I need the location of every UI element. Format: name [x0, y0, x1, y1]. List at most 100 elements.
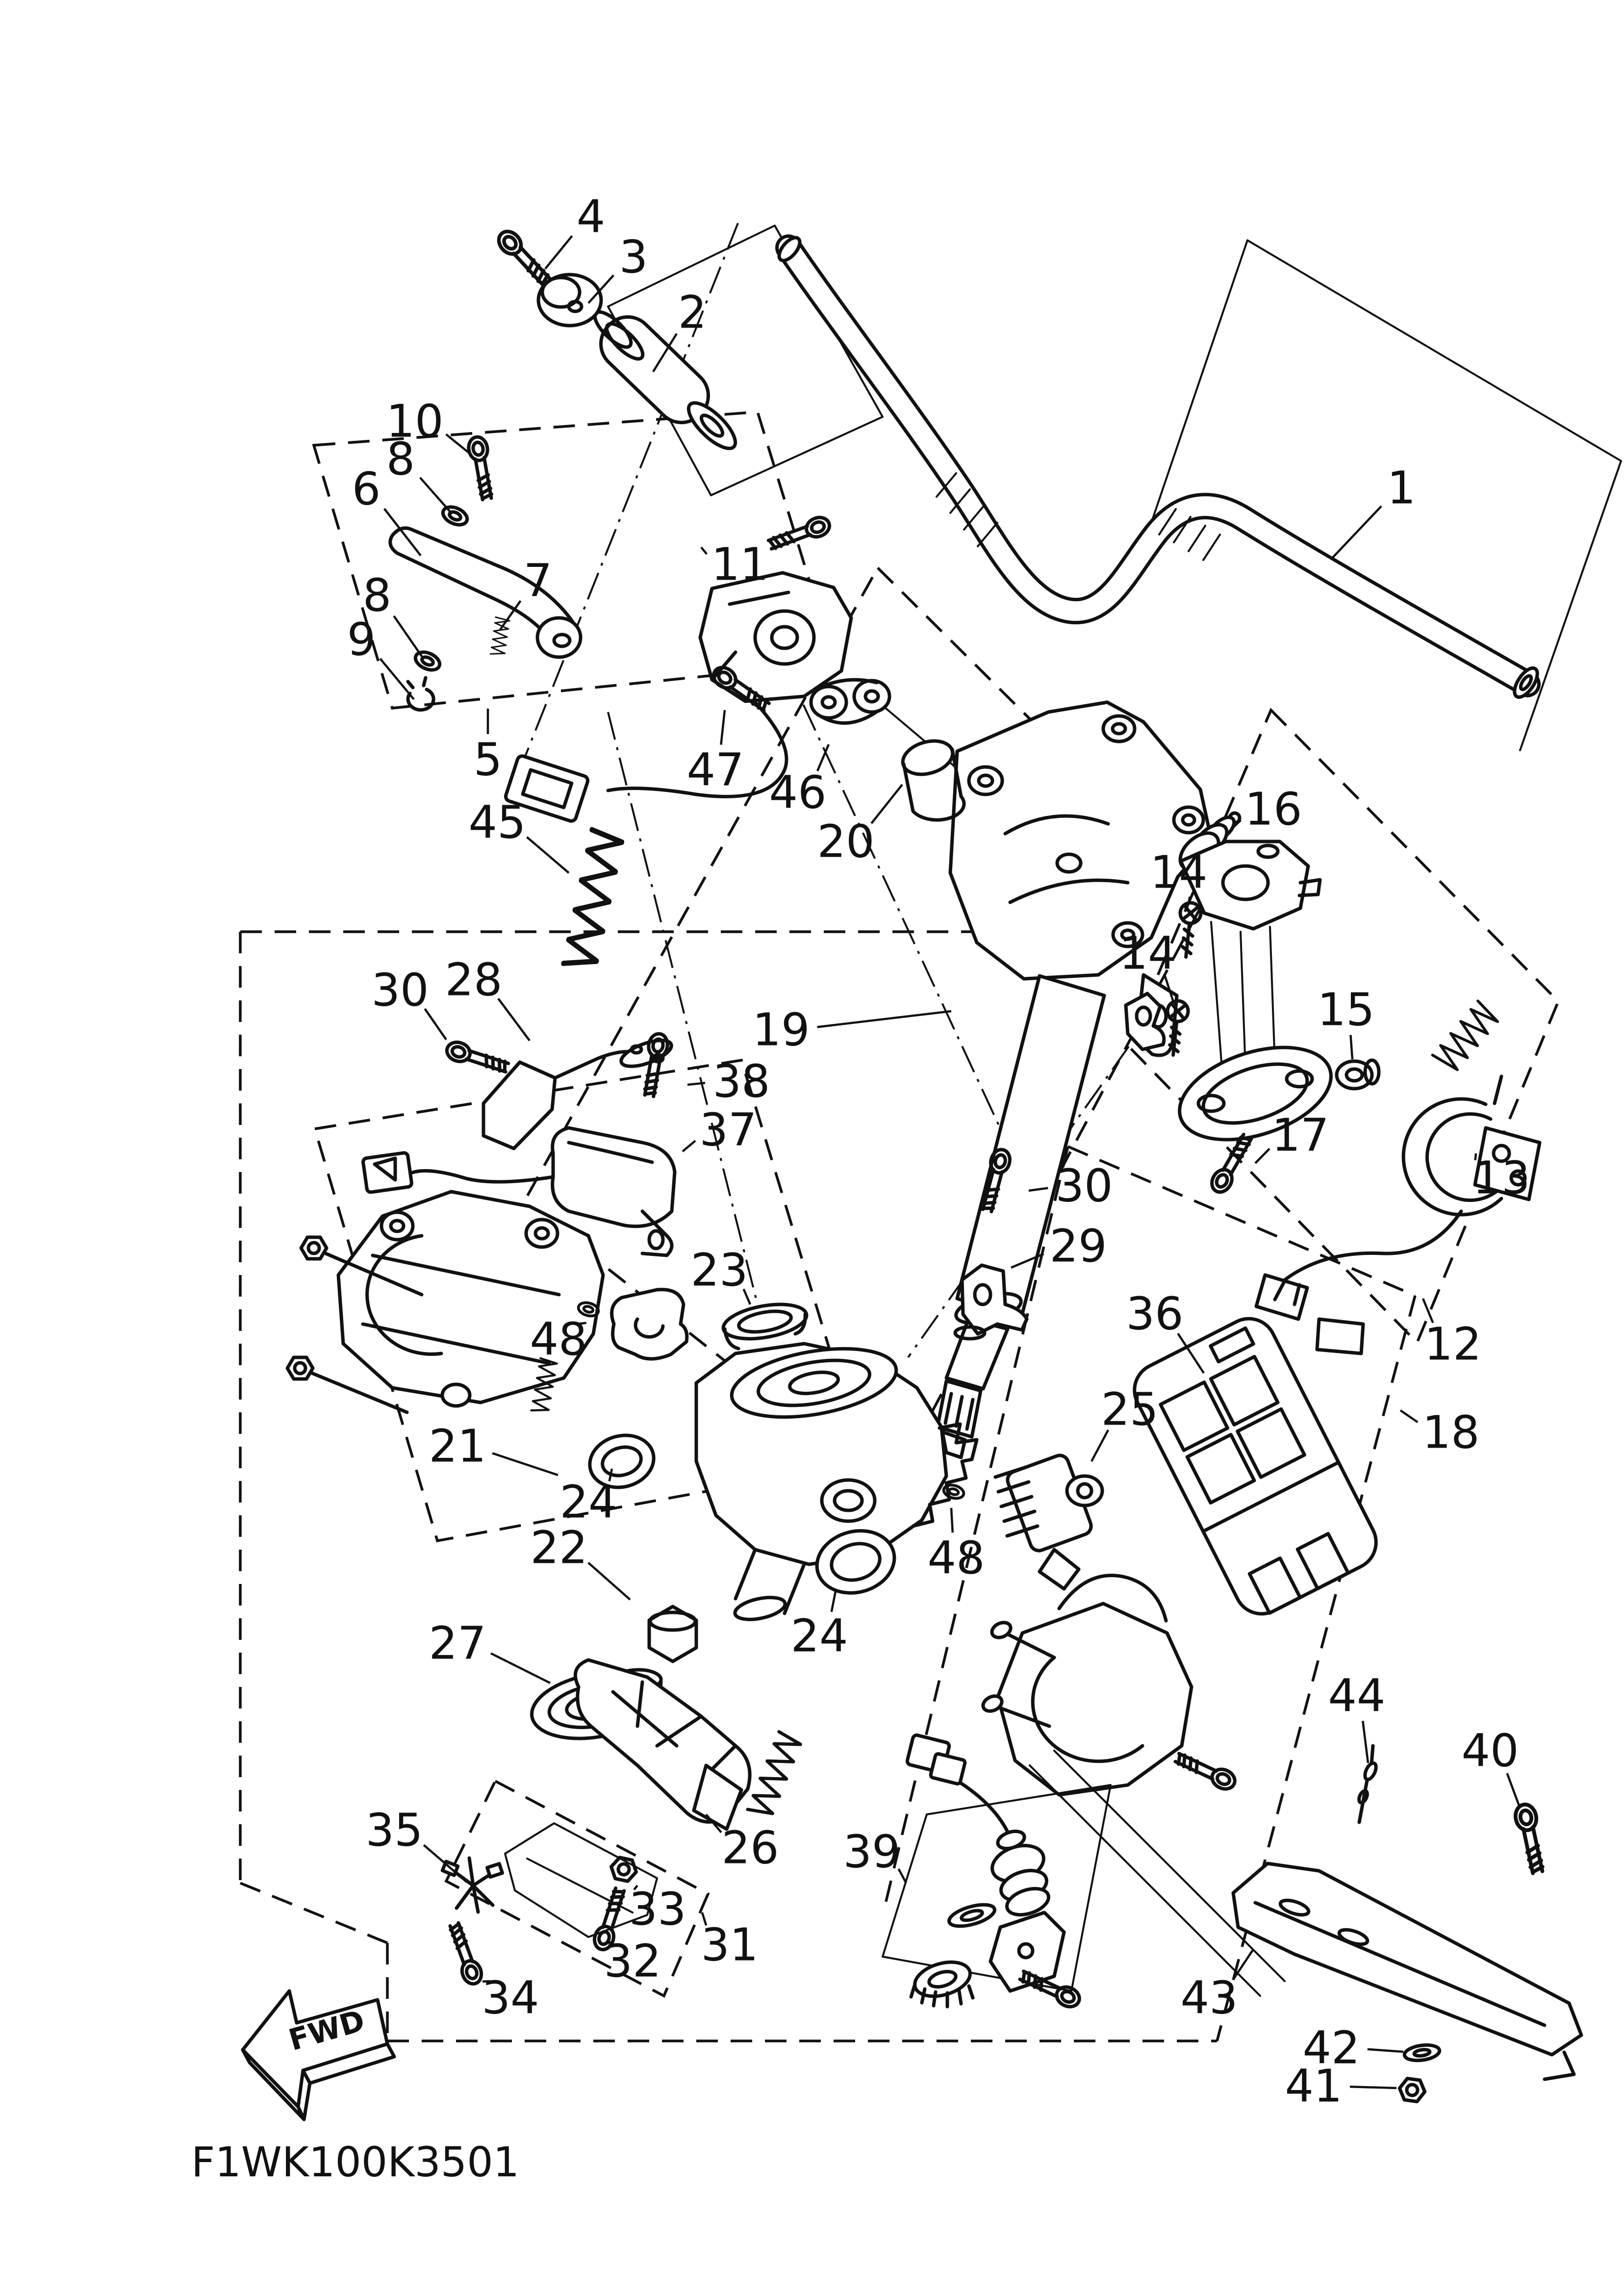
callout-leader: [606, 1940, 612, 1945]
lock-bracket-assembly: [953, 1148, 1029, 1341]
callout-leader: [700, 546, 708, 555]
washer-48b: [942, 1483, 965, 1500]
link-arm-43: [1029, 1750, 1286, 1997]
bracket-28: [482, 1060, 557, 1150]
pin-44: [1357, 1744, 1378, 1824]
callout-leader: [1011, 1252, 1044, 1269]
callout-leader: [492, 1452, 558, 1477]
callout-number: 30: [371, 964, 429, 1017]
sensor-cable: [409, 1169, 555, 1184]
callout-number: 15: [1317, 984, 1374, 1036]
callout-leader: [1230, 819, 1242, 831]
callout-leader: [544, 235, 573, 270]
callout-number: 23: [690, 1244, 748, 1297]
callout-number: 47: [686, 744, 744, 796]
callout-number: 27: [429, 1617, 486, 1670]
callout-number: 20: [817, 816, 874, 868]
callout-number: 8: [386, 433, 415, 485]
callout-number: 39: [843, 1826, 900, 1878]
callout-leader: [720, 710, 726, 745]
plate-43: [1231, 1862, 1583, 2057]
callout-leader: [379, 658, 415, 700]
group-12-box: [1126, 708, 1560, 1345]
callout-number: 43: [1180, 1972, 1238, 2024]
steering-arm-bracket: [981, 1574, 1286, 1997]
callout-14: 14: [1119, 927, 1177, 1001]
nut-left-1: [301, 1237, 327, 1259]
cable-boot: [990, 1829, 1050, 1917]
callout-22: 22: [530, 1522, 631, 1601]
callout-number: 7: [524, 555, 553, 607]
callout-leader: [424, 1008, 447, 1041]
washer-8b: [413, 649, 443, 673]
callout-leader: [576, 1322, 586, 1326]
callout-4: 4: [544, 191, 605, 270]
callout-6: 6: [352, 463, 422, 557]
steering-column: [901, 700, 1213, 1459]
callout-leader: [526, 836, 570, 874]
callout-leader: [419, 477, 453, 515]
align-column: [783, 662, 1024, 1177]
sector-teeth: [911, 1422, 979, 1528]
callout-number: 28: [445, 954, 502, 1006]
group-18-right: [1216, 1295, 1417, 2041]
callout-leader: [682, 1140, 696, 1152]
align-lever-housing: [607, 712, 766, 1334]
spring-13: [1433, 1001, 1500, 1073]
callout-leader: [1506, 1773, 1521, 1806]
callout-12: 12: [1421, 1298, 1482, 1371]
callout-leader: [1232, 1948, 1254, 1980]
callout-15: 15: [1317, 984, 1375, 1060]
bolt-30a: [444, 1040, 509, 1077]
callout-leader: [817, 1010, 952, 1028]
callout-leader: [633, 1885, 638, 1890]
callout-number: 6: [352, 463, 381, 515]
callout-31: 31: [701, 1912, 759, 1971]
callout-29: 29: [1011, 1220, 1107, 1273]
callout-24: 24: [559, 1468, 617, 1529]
lever-assembly: [388, 435, 853, 823]
callout-number: 2: [678, 286, 707, 339]
switch-base-assembly: [1124, 811, 1542, 1355]
callout-number: 14: [1119, 927, 1176, 980]
cable-washer: [947, 1903, 996, 1928]
diagram-art: [241, 225, 1622, 2121]
callout-leader: [897, 1868, 907, 1884]
callout-23: 23: [690, 1244, 752, 1305]
callout-2: 2: [652, 286, 707, 373]
callout-number: 29: [1049, 1220, 1107, 1273]
callout-36: 36: [1126, 1288, 1205, 1374]
callout-number: 33: [629, 1883, 686, 1936]
sensor-clamp-13: [1254, 1074, 1542, 1355]
callout-number: 34: [482, 1972, 539, 2024]
callout-number: 48: [927, 1532, 985, 1584]
callout-42: 42: [1302, 2022, 1404, 2074]
callout-number: 13: [1472, 1152, 1530, 1204]
group-18-left: [882, 1146, 1069, 1912]
latch-piece: [610, 1288, 689, 1361]
callout-leader: [816, 744, 830, 772]
callout-9: 9: [347, 613, 415, 700]
callout-leader: [1187, 896, 1191, 904]
callout-1: 1: [1330, 462, 1416, 560]
callout-20: 20: [817, 784, 903, 868]
callout-47: 47: [686, 710, 744, 796]
pivot-housing-assembly: [287, 1190, 689, 1413]
callout-39: 39: [843, 1826, 907, 1884]
callout-number: 46: [769, 766, 826, 819]
callout-33: 33: [629, 1883, 686, 1936]
switch-cable: [606, 700, 788, 798]
damper: [536, 273, 603, 328]
handlebar: [775, 234, 1541, 699]
callout-number: 9: [347, 613, 376, 666]
nut-41: [1398, 2078, 1426, 2103]
callout-number: 42: [1302, 2022, 1360, 2074]
callout-number: 19: [752, 1004, 810, 1056]
callout-leader: [1254, 1148, 1270, 1164]
callout-8: 8: [386, 433, 453, 515]
callout-number: 10: [386, 395, 443, 448]
callout-leader: [1177, 1332, 1205, 1374]
cable-39-assembly: [882, 1733, 1112, 2011]
callout-11: 11: [700, 538, 769, 591]
